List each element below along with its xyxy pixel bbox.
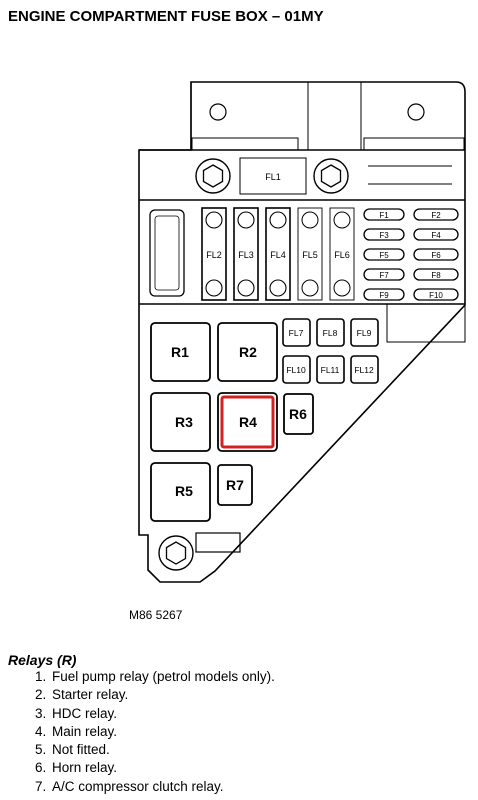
relay-group: R1 R2 R3 R4 R6 R5 R7: [150, 322, 314, 522]
fuse-f8: F8: [431, 271, 441, 280]
small-fuse-group: FL7 FL8 FL9 FL10 FL11 FL12: [282, 318, 379, 384]
relay-r3: R3: [175, 414, 193, 430]
bolt-icon: [202, 164, 224, 188]
list-item: Starter relay.: [50, 686, 275, 704]
bolt-icon: [320, 164, 342, 188]
relay-r4-highlight: [220, 395, 275, 449]
fuse-f5: F5: [379, 251, 389, 260]
fuse-fl3: FL3: [238, 250, 254, 260]
list-item: Main relay.: [50, 723, 275, 741]
fuse-fl5: FL5: [302, 250, 318, 260]
figure-reference: M86 5267: [129, 608, 183, 622]
fuse-f1: F1: [379, 211, 389, 220]
fuse-box-housing: [138, 81, 466, 583]
fuse-fl1: FL1: [265, 172, 281, 182]
list-item: HDC relay.: [50, 705, 275, 723]
legend-title: Relays (R): [8, 652, 77, 668]
fuse-box-diagram: FL1 FL2 FL3 FL4 FL5 FL6 F1 F2 F3: [138, 81, 466, 583]
fuse-f6: F6: [431, 251, 441, 260]
fuse-f3: F3: [379, 231, 389, 240]
fuse-fl7: FL7: [289, 328, 304, 338]
fuse-f9: F9: [379, 291, 389, 300]
relay-r1: R1: [171, 344, 189, 360]
fuse-fl4: FL4: [270, 250, 286, 260]
fusible-link-group: FL2 FL3 FL4 FL5 FL6: [201, 207, 355, 301]
list-item: Not fitted.: [50, 741, 275, 759]
bolt-icon: [165, 541, 187, 565]
relay-r4: R4: [239, 414, 257, 430]
fuse-fl9: FL9: [357, 328, 372, 338]
relay-legend-list: Fuel pump relay (petrol models only). St…: [8, 668, 275, 796]
relay-r7: R7: [226, 477, 244, 493]
fuse-fl11: FL11: [321, 365, 340, 375]
mount-hole-icon: [209, 103, 227, 121]
list-item: Horn relay.: [50, 759, 275, 777]
relay-r6: R6: [289, 406, 307, 422]
relay-r2: R2: [239, 344, 257, 360]
fuse-f2: F2: [431, 211, 441, 220]
mini-fuse-group: F1 F2 F3 F4 F5 F6 F7 F8 F9 F10: [363, 208, 459, 301]
mount-hole-icon: [407, 103, 425, 121]
fuse-f10: F10: [429, 291, 443, 300]
fuse-f4: F4: [431, 231, 441, 240]
fuse-fl2: FL2: [206, 250, 222, 260]
fuse-fl10: FL10: [286, 365, 306, 375]
page-title: ENGINE COMPARTMENT FUSE BOX – 01MY: [8, 8, 324, 25]
list-item: A/C compressor clutch relay.: [50, 778, 275, 796]
fuse-f7: F7: [379, 271, 389, 280]
fuse-fl12: FL12: [354, 365, 374, 375]
relay-r5: R5: [175, 483, 193, 499]
fuse-fl8: FL8: [323, 328, 338, 338]
fuse-fl6: FL6: [334, 250, 350, 260]
list-item: Fuel pump relay (petrol models only).: [50, 668, 275, 686]
